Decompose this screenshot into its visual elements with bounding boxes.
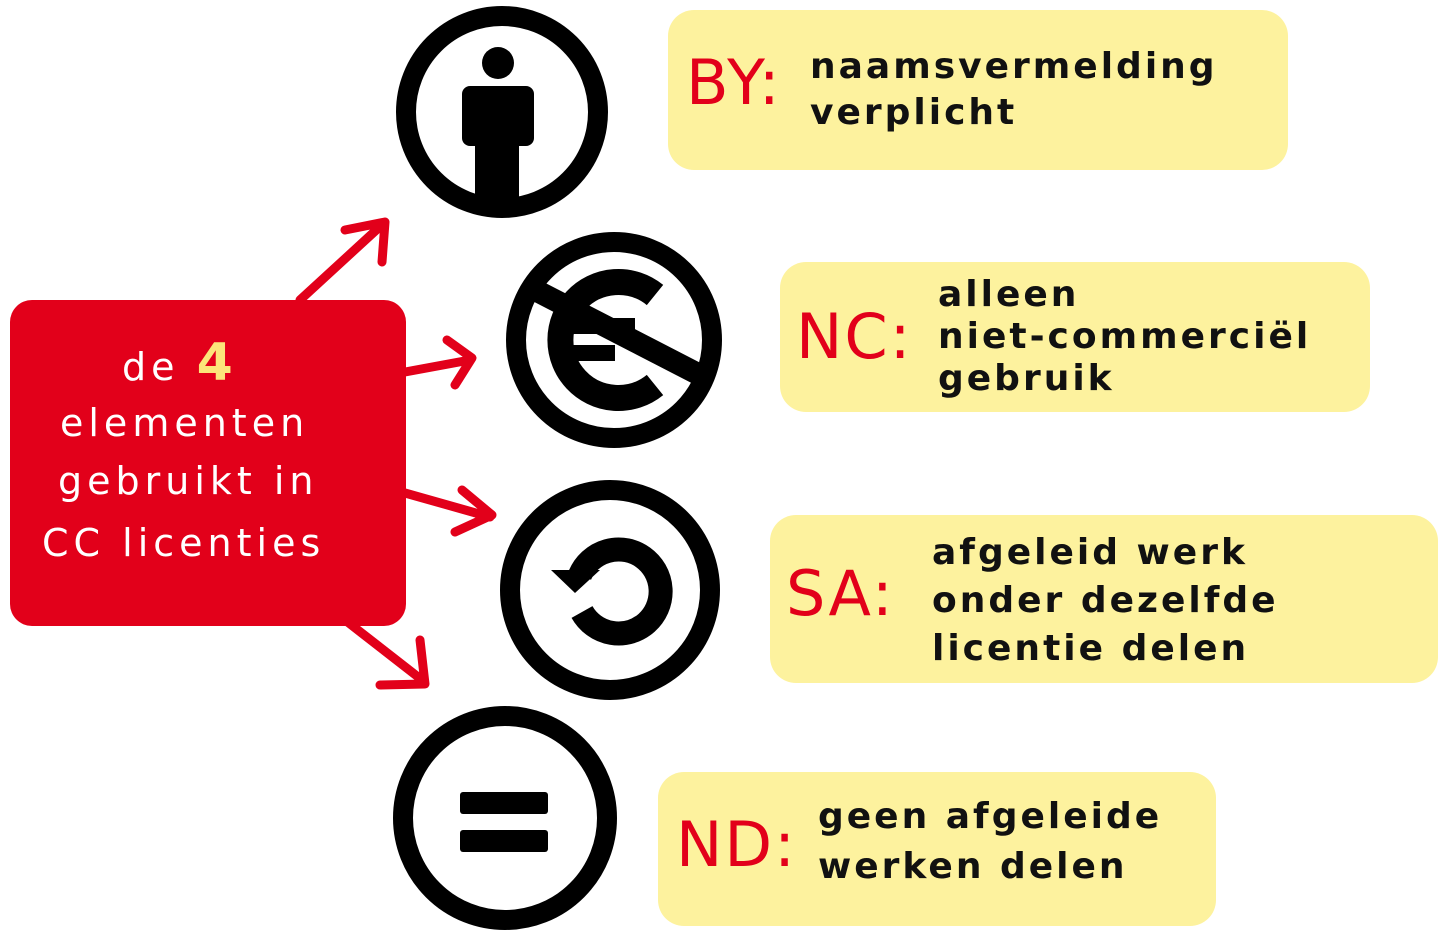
arrow-to-by [295, 217, 390, 305]
title-line-4: CC licenties [42, 521, 326, 565]
label-sa: SA: afgeleid werk onder dezelfde licenti… [770, 515, 1438, 683]
label-by-desc-line-1: naamsvermelding [810, 46, 1218, 87]
title-number: 4 [196, 333, 238, 393]
label-nd: ND: geen afgeleide werken delen [658, 772, 1216, 926]
label-by-code: BY: [686, 46, 782, 119]
label-by-desc-line-2: verplicht [810, 92, 1018, 133]
label-sa-desc-line-2: onder dezelfde [932, 580, 1279, 621]
arrow-to-nc [400, 335, 477, 390]
label-nc-desc-line-1: alleen [938, 274, 1080, 315]
label-nc-desc-line-3: gebruik [938, 358, 1115, 399]
label-nd-desc-line-1: geen afgeleide [818, 796, 1163, 837]
no-derivatives-icon [393, 706, 617, 930]
label-sa-code: SA: [786, 557, 895, 630]
label-nc: NC: alleen niet-commerciël gebruik [780, 262, 1370, 412]
person-icon [396, 6, 608, 218]
share-alike-icon [500, 480, 720, 700]
title-prefix: de [122, 345, 180, 389]
title-box: de 4 elementen gebruikt in CC licenties [10, 300, 406, 626]
arrow-to-nd [340, 615, 430, 690]
label-nd-desc-line-2: werken delen [818, 846, 1128, 887]
label-nc-desc-line-2: niet-commerciël [938, 316, 1312, 357]
no-euro-icon [506, 232, 722, 448]
label-sa-desc-line-1: afgeleid werk [932, 532, 1248, 573]
label-nc-code: NC: [796, 300, 913, 373]
title-line-3: gebruikt in [58, 459, 319, 503]
title-line-2: elementen [60, 401, 310, 445]
label-sa-desc-line-3: licentie delen [932, 628, 1250, 669]
label-by: BY: naamsvermelding verplicht [668, 10, 1288, 170]
arrow-to-sa [400, 485, 497, 537]
label-nd-code: ND: [676, 808, 798, 881]
